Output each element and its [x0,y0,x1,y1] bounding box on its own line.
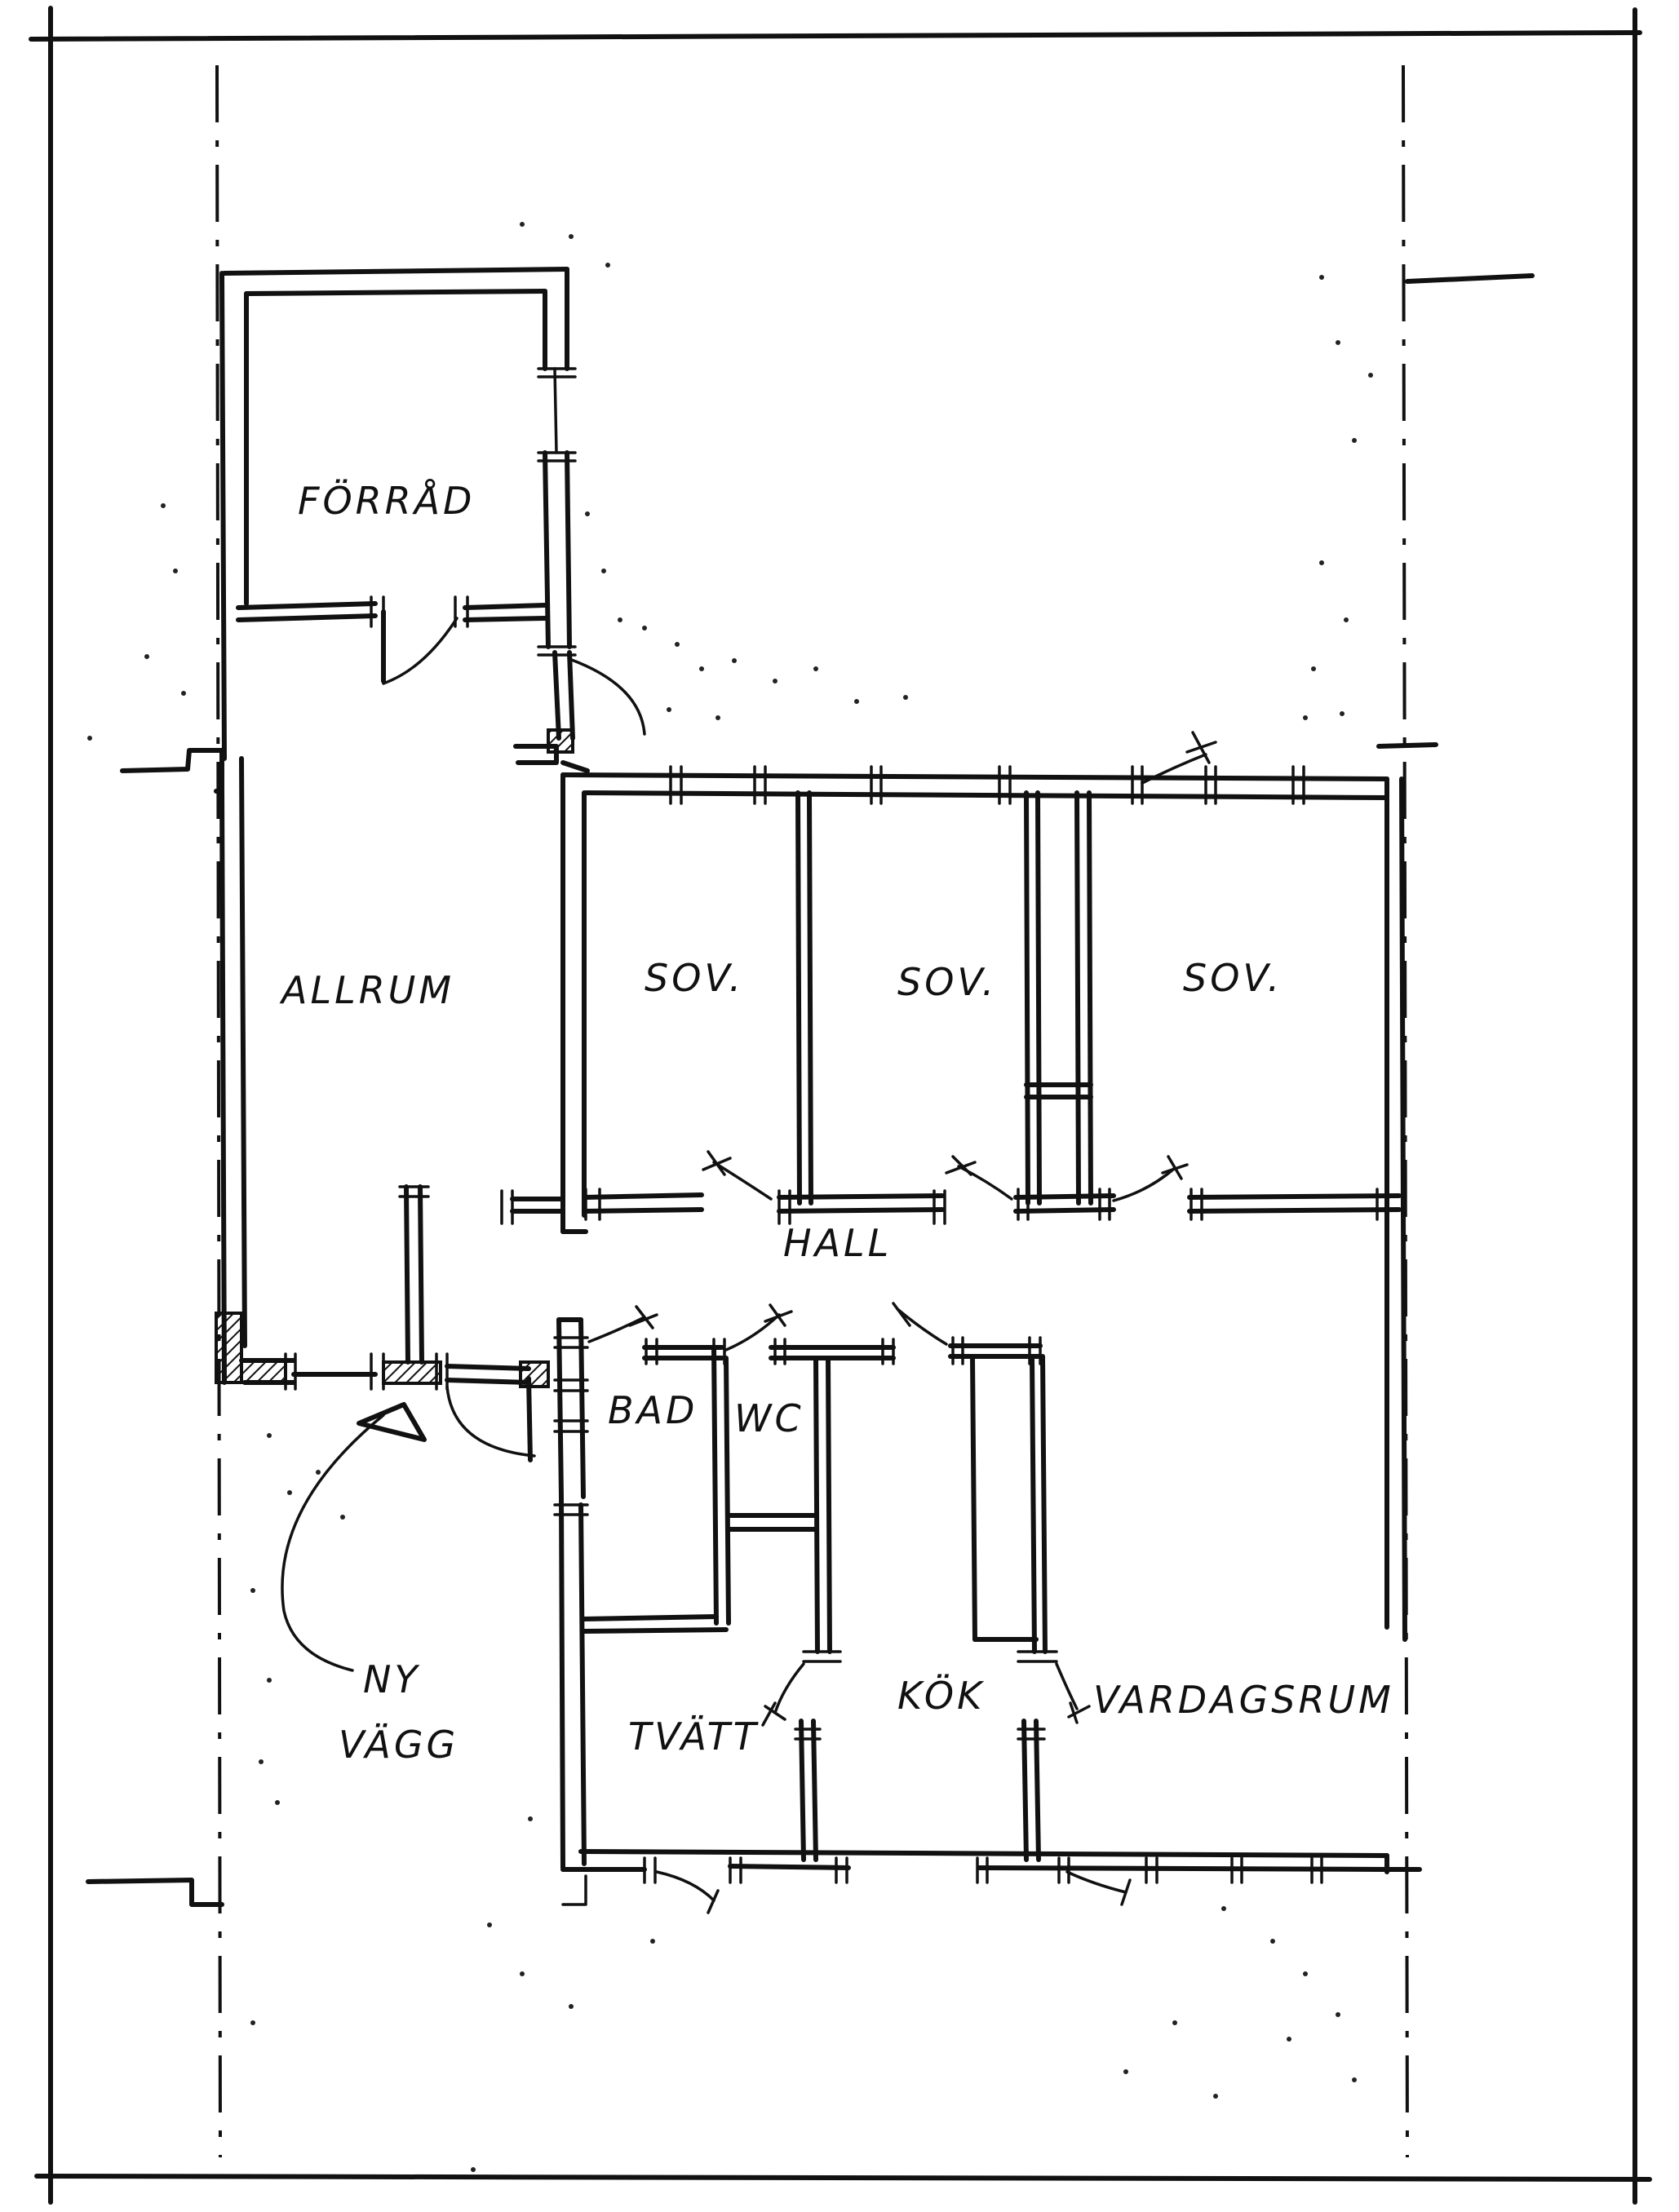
stipple [87,222,1373,2172]
bedroom-north-wall [560,731,1407,1642]
south-wall [560,1849,1422,1914]
room-label-sov-2: SOV. [897,960,997,1004]
annotation-ny: NY [363,1657,421,1701]
room-label-hall: HALL [783,1221,892,1265]
room-label-sov-1: SOV. [645,956,744,1000]
room-label-forrad: FÖRRÅD [298,479,475,523]
service-block-walls [553,1302,1091,1870]
room-label-vardagsrum: VARDAGSRUM [1093,1678,1394,1722]
sheet-border [29,6,1652,2205]
room-label-wc: WC [734,1396,804,1440]
bedroom-partitions [560,772,1093,1234]
room-label-sov-3: SOV. [1183,956,1283,1000]
room-label-bad: BAD [608,1388,698,1432]
room-label-allrum: ALLRUM [279,968,454,1012]
entry-door [513,650,646,773]
allrum-walls [215,756,550,1462]
room-label-tvatt: TVÄTT [628,1714,760,1759]
room-label-kok: KÖK [897,1674,985,1718]
storage-walls [219,267,577,761]
new-wall-arrow [281,1402,427,1672]
hall-walls [500,1150,1402,1234]
annotation-vagg: VÄGG [339,1723,459,1767]
